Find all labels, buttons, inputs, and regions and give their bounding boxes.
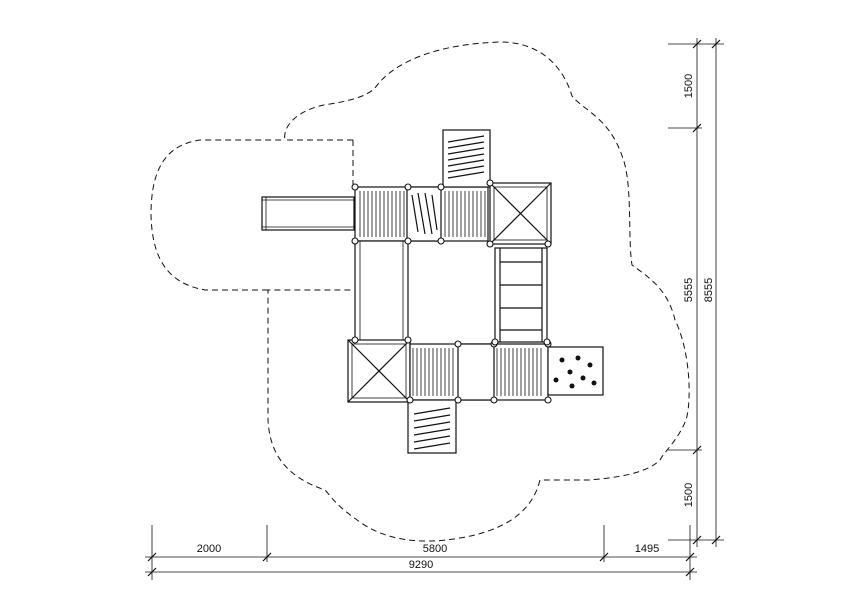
climbing-grip	[413, 442, 451, 450]
dim-1500-bottom: 1500	[683, 483, 695, 507]
post	[437, 183, 445, 191]
climbing-hold	[553, 377, 559, 383]
climbing-grip	[413, 428, 451, 436]
structure-posts	[351, 179, 552, 404]
dim-1500-top: 1500	[683, 74, 695, 98]
lower-roof-tower	[347, 339, 411, 403]
climbing-hold	[587, 362, 593, 368]
post	[486, 240, 494, 248]
post	[490, 396, 498, 404]
post	[437, 237, 445, 245]
top-climbing-panel	[442, 129, 491, 188]
post	[454, 340, 462, 348]
dim-9290: 9290	[409, 559, 433, 571]
post	[351, 336, 359, 344]
post	[491, 338, 499, 346]
climbing-grip	[447, 147, 485, 155]
climbing-hold	[575, 355, 581, 361]
climbing-grip	[413, 407, 451, 415]
right-dimensions: 1500 5555 1500 8555	[668, 38, 724, 547]
climbing-grip	[413, 414, 451, 422]
post	[406, 396, 414, 404]
climbing-grip	[447, 153, 485, 161]
dim-1495: 1495	[635, 543, 659, 555]
climbing-grip	[447, 135, 485, 143]
right-ladder	[494, 247, 548, 343]
dim-5555: 5555	[683, 278, 695, 302]
post	[544, 396, 552, 404]
dim-2000: 2000	[197, 543, 221, 555]
bottom-climbing-panel	[407, 399, 457, 454]
post	[544, 240, 552, 248]
post	[454, 396, 462, 404]
upper-roof-tower	[489, 182, 552, 245]
lower-bridge	[409, 343, 549, 401]
climbing-grip	[447, 159, 485, 167]
climbing-hold	[569, 383, 575, 389]
climbing-grip	[413, 435, 451, 443]
post	[351, 237, 359, 245]
dim-8555: 8555	[703, 278, 715, 302]
post	[486, 179, 494, 187]
post	[404, 237, 412, 245]
slide	[261, 196, 355, 231]
climbing-hold	[591, 380, 597, 386]
climbing-grip	[447, 165, 485, 173]
climbing-hold	[559, 357, 565, 363]
post	[351, 183, 359, 191]
safety-zone-outline	[150, 41, 690, 542]
bottom-dimensions: 2000 5800 1495 9290	[145, 525, 697, 580]
upper-bridge	[354, 186, 489, 242]
climbing-hold	[580, 375, 586, 381]
post	[404, 183, 412, 191]
climbing-grip	[447, 141, 485, 149]
post	[404, 336, 412, 344]
climbing-grip	[447, 171, 485, 179]
post	[543, 338, 551, 346]
rock-climbing-wall	[547, 346, 604, 396]
climbing-grip	[413, 421, 451, 429]
left-walkway	[354, 240, 409, 342]
climbing-hold	[567, 369, 573, 375]
dim-5800: 5800	[423, 543, 447, 555]
